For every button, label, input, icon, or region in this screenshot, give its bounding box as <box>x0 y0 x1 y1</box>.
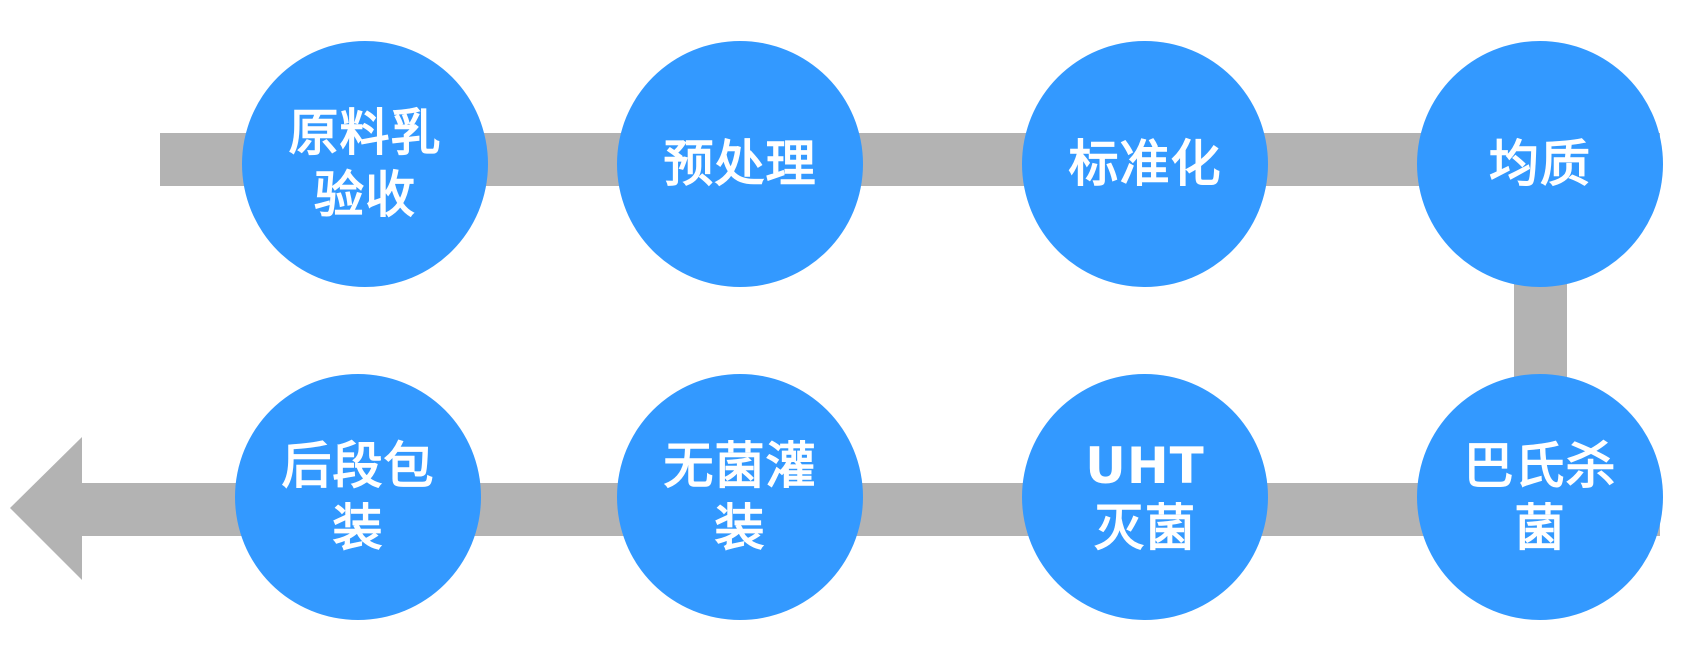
step-standardization: 标准化 <box>1022 41 1268 287</box>
step-pretreatment: 预处理 <box>617 41 863 287</box>
left-arrow-head <box>10 437 82 580</box>
step-homogenization: 均质 <box>1417 41 1663 287</box>
step-raw-milk-acceptance: 原料乳验收 <box>242 41 488 287</box>
step-pasteurization: 巴氏杀菌 <box>1417 374 1663 620</box>
step-aseptic-filling: 无菌灌装 <box>617 374 863 620</box>
step-uht-sterilization: UHT 灭菌 <box>1022 374 1268 620</box>
step-back-end-packaging: 后段包装 <box>235 374 481 620</box>
